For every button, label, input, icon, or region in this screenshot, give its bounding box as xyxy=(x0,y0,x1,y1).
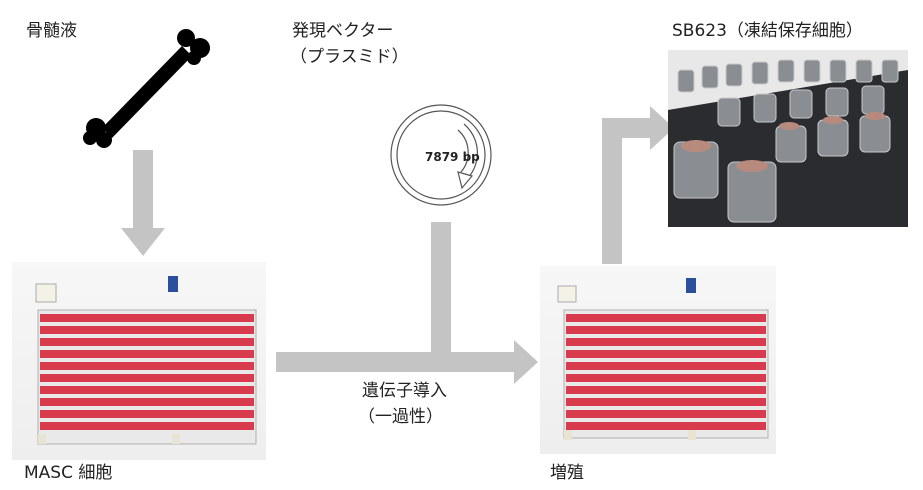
arrow-plasmid-line xyxy=(431,222,451,362)
arrow-up-expansion-to-vial xyxy=(602,106,674,264)
bone-marrow-label: 骨髄液 xyxy=(26,21,77,41)
vector-label-line2: （プラスミド） xyxy=(290,47,409,67)
expansion-label: 増殖 xyxy=(550,463,584,483)
bone-icon xyxy=(83,29,210,148)
plasmid-size-label: 7879 bp xyxy=(425,150,480,164)
arrow-right-masc-to-expansion xyxy=(276,340,538,384)
expansion-cell-factory-photo xyxy=(540,266,776,454)
cryo-vials-photo xyxy=(668,50,908,227)
product-label: SB623（凍結保存細胞） xyxy=(672,21,863,41)
masc-cell-factory-photo xyxy=(12,262,266,460)
vector-label-line1: 発現ベクター xyxy=(292,21,394,41)
arrow-down-marrow-to-masc xyxy=(121,150,165,256)
plasmid-icon xyxy=(390,104,492,206)
transfection-label-line1: 遺伝子導入 xyxy=(362,381,447,401)
masc-cells-label: MASC 細胞 xyxy=(24,463,113,483)
transfection-label-line2: （一過性） xyxy=(358,407,443,427)
